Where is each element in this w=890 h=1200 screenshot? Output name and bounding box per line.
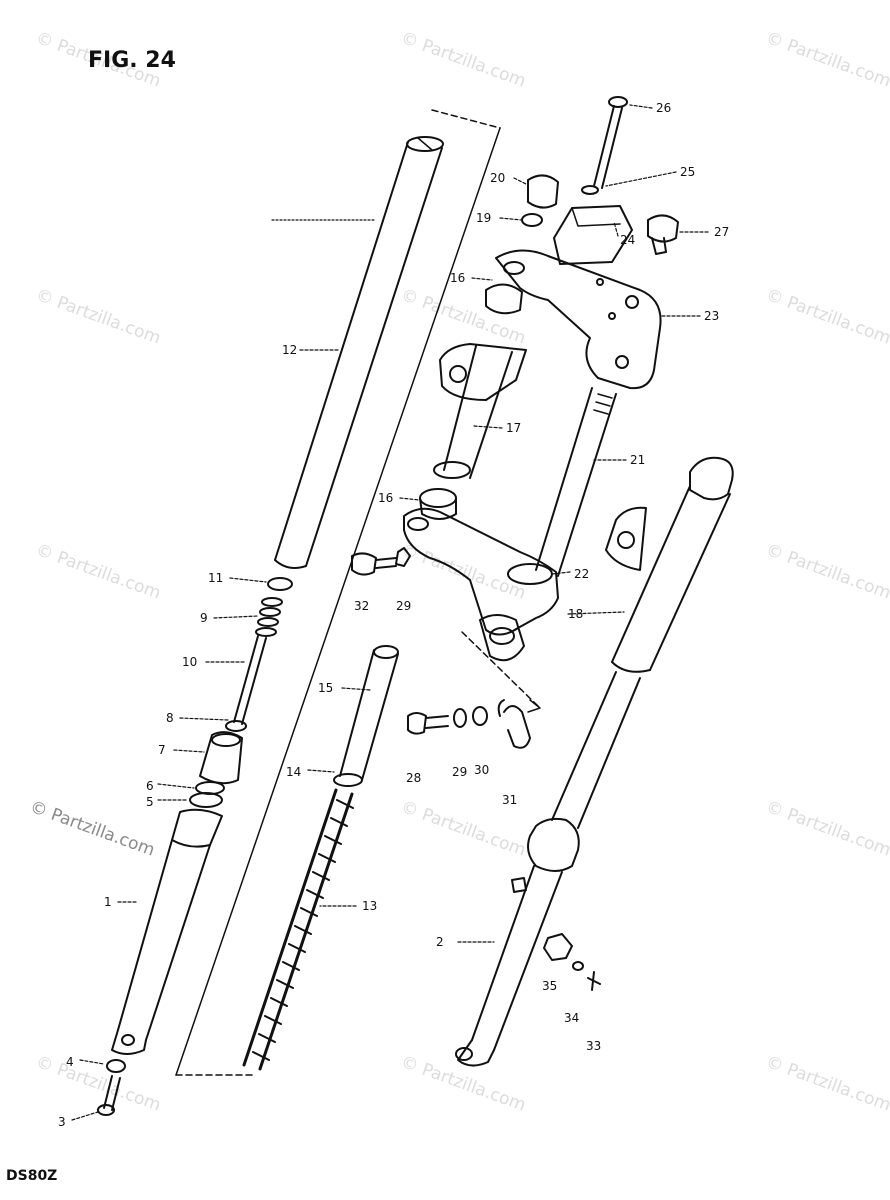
washer-29b: [453, 708, 467, 728]
callout-30: 30: [474, 763, 489, 777]
callout-6: 6: [146, 779, 154, 793]
callout-20: 20: [490, 171, 505, 185]
callout-9: 9: [200, 611, 208, 625]
callout-7: 7: [158, 743, 166, 757]
assembly-guide-line: [175, 127, 501, 1076]
spacer-15: [339, 645, 399, 781]
washer-14: [333, 773, 363, 787]
callout-27: 27: [714, 225, 729, 239]
steering-cover-17: [433, 343, 527, 479]
callout-16-lower: 16: [378, 491, 393, 505]
assembly-guide-line: [431, 109, 501, 129]
callout-22: 22: [574, 567, 589, 581]
washer-19: [521, 213, 543, 227]
outer-tube-2: [455, 671, 641, 1067]
callout-11: 11: [208, 571, 223, 585]
fork-spring-13: [242, 788, 354, 1071]
callout-2: 2: [436, 935, 444, 949]
screw-33: [587, 971, 601, 991]
callout-3: 3: [58, 1115, 66, 1129]
callout-23: 23: [704, 309, 719, 323]
callout-29a: 29: [396, 599, 411, 613]
bolt-28: [407, 712, 449, 735]
washer-4: [106, 1059, 126, 1073]
bolt-27: [647, 214, 679, 255]
callout-4: 4: [66, 1055, 74, 1069]
seal-5: [189, 792, 223, 808]
callout-13: 13: [362, 899, 377, 913]
assembly-guide-line: [461, 631, 541, 709]
callout-12: 12: [282, 343, 297, 357]
damper-rod-10: [233, 635, 267, 725]
bolt-26: [593, 96, 628, 189]
bearing-16-lower: [419, 488, 457, 520]
callout-15: 15: [318, 681, 333, 695]
bolt-32: [351, 552, 397, 576]
callout-10: 10: [182, 655, 197, 669]
callout-34: 34: [564, 1011, 579, 1025]
figure-title: FIG. 24: [88, 48, 176, 73]
callout-26: 26: [656, 101, 671, 115]
callout-14: 14: [286, 765, 301, 779]
steering-stem-21: [535, 387, 617, 577]
callout-18: 18: [568, 607, 583, 621]
callout-8: 8: [166, 711, 174, 725]
washer-29a: [395, 547, 411, 567]
assembly-guide-line: [527, 699, 541, 713]
upper-bracket-23: [495, 249, 662, 390]
inner-tube-18: [605, 456, 734, 673]
inner-tube-12: [274, 136, 444, 569]
lower-bracket-22: [403, 507, 559, 662]
piece-8: [225, 720, 247, 732]
spring-9: [255, 597, 283, 637]
callout-16-upper: 16: [450, 271, 465, 285]
callout-28: 28: [406, 771, 421, 785]
callout-25: 25: [680, 165, 695, 179]
callout-35: 35: [542, 979, 557, 993]
callout-24: 24: [620, 233, 635, 247]
oil-seal-7: [199, 731, 243, 785]
nut-35: [543, 933, 573, 961]
callout-17: 17: [506, 421, 521, 435]
callout-33: 33: [586, 1039, 601, 1053]
washer-34: [572, 961, 584, 971]
callout-19: 19: [476, 211, 491, 225]
clip-31: [497, 699, 531, 749]
callout-31: 31: [502, 793, 517, 807]
outer-tube-1: [111, 808, 223, 1055]
handlebar-clamp-24: [553, 205, 633, 265]
bearing-16-upper: [485, 283, 523, 315]
leader-lines: [71, 104, 709, 1121]
model-code: DS80Z: [6, 1168, 58, 1184]
callout-21: 21: [630, 453, 645, 467]
washer-30: [472, 706, 488, 726]
callout-5: 5: [146, 795, 154, 809]
washer-25: [581, 185, 599, 195]
callout-32: 32: [354, 599, 369, 613]
callout-1: 1: [104, 895, 112, 909]
callout-29b: 29: [452, 765, 467, 779]
ring-11: [267, 577, 293, 591]
cap-bolt-20: [527, 174, 559, 209]
bolt-3: [97, 1075, 121, 1116]
